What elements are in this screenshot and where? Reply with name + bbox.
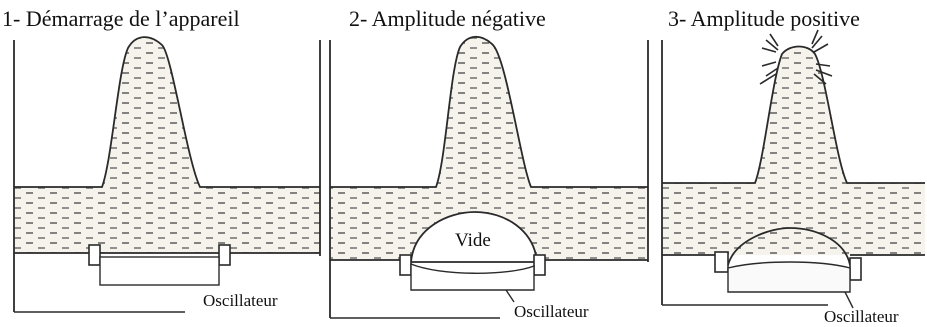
panel-2-oscillator-label: Oscillateur [514,302,589,321]
panel-1: Oscillateur [13,36,321,313]
panel-2-title: 2- Amplitude négative [349,6,546,31]
panel-3-oscillator-pointer [844,291,854,309]
panel-3-support-right [849,257,862,281]
panel-1-title: 1- Démarrage de l’appareil [2,6,240,31]
panel-3-liquid-bath [662,183,925,255]
panel-3-title: 3- Amplitude positive [668,6,860,31]
panel-3-liquid [662,46,847,183]
panel-3-oscillator-label: Oscillateur [824,307,899,326]
panel-2-oscillator-pointer [505,289,515,303]
panel-1-oscillator-plate [99,256,220,286]
panel-2-vacuum-bubble [410,211,538,263]
panel-2-support-right [533,254,546,276]
panel-1-support-right [218,244,231,266]
panel-1-oscillator-label: Oscillateur [203,291,278,310]
panel-3-support-left [714,251,729,273]
panel-1-liquid-bath [14,187,320,253]
panel-3-oscillator [727,261,851,293]
panel-3-fountain-outline [662,45,925,184]
panel-2-oscillator [410,262,535,291]
panel-2: Vide Oscillateur [329,35,649,321]
panel-1-support-left [88,244,101,266]
vacuum-label: Vide [455,230,491,251]
spray-marks [759,29,833,85]
panel-3-raised-membrane [727,227,851,266]
panel-2-liquid [330,36,531,187]
panel-2-fountain-outline [330,35,648,188]
panel-3: Oscillateur [661,29,925,326]
panel-2-support-left [399,254,412,276]
panel-1-liquid [14,37,200,187]
panel-1-fountain-outline [14,36,320,188]
